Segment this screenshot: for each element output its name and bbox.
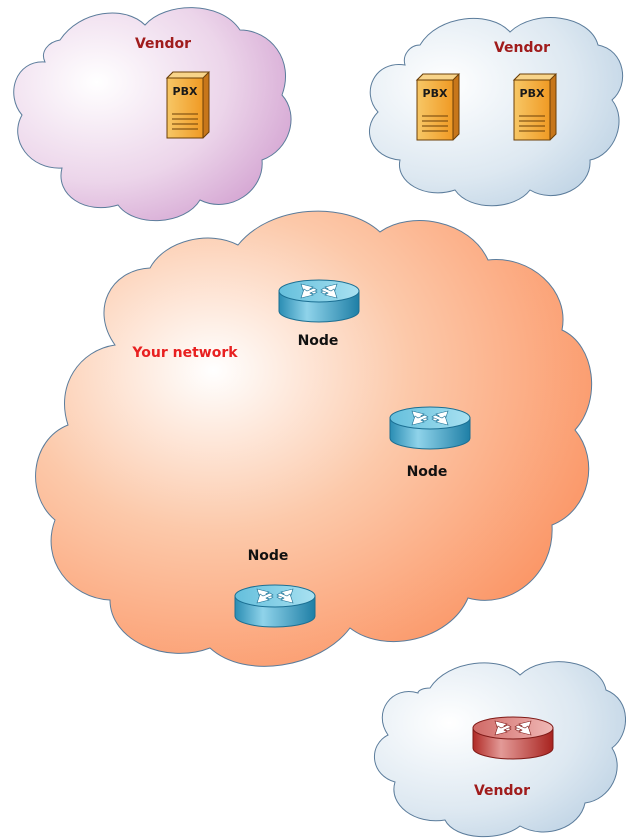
pbx-server-icon: PBX (166, 71, 210, 139)
pbx-label: PBX (423, 87, 448, 100)
vendor-label: Vendor (474, 783, 530, 799)
router-node-icon (278, 279, 360, 323)
cloud-shape (35, 210, 593, 667)
pbx-server-icon: PBX (416, 73, 460, 141)
vendor-cloud-top-right: Vendor PBX PBX (369, 17, 624, 207)
pbx-label: PBX (520, 87, 545, 100)
pbx-server-icon: PBX (513, 73, 557, 141)
router-vendor-icon (472, 716, 554, 760)
vendor-label: Vendor (135, 36, 191, 52)
pbx-label: PBX (173, 85, 198, 98)
vendor-label: Vendor (494, 40, 550, 56)
your-network-cloud: Your network Node Node Node (35, 210, 593, 667)
cloud-shape (13, 7, 292, 222)
router-node-icon (234, 584, 316, 628)
your-network-label: Your network (131, 345, 238, 361)
node-label: Node (248, 548, 289, 564)
router-node-icon (389, 406, 471, 450)
node-label: Node (298, 333, 339, 349)
vendor-cloud-top-left: Vendor PBX (13, 7, 292, 222)
vendor-cloud-bottom-right: Vendor (373, 661, 626, 838)
node-label: Node (407, 464, 448, 480)
cloud-shape (369, 17, 624, 207)
